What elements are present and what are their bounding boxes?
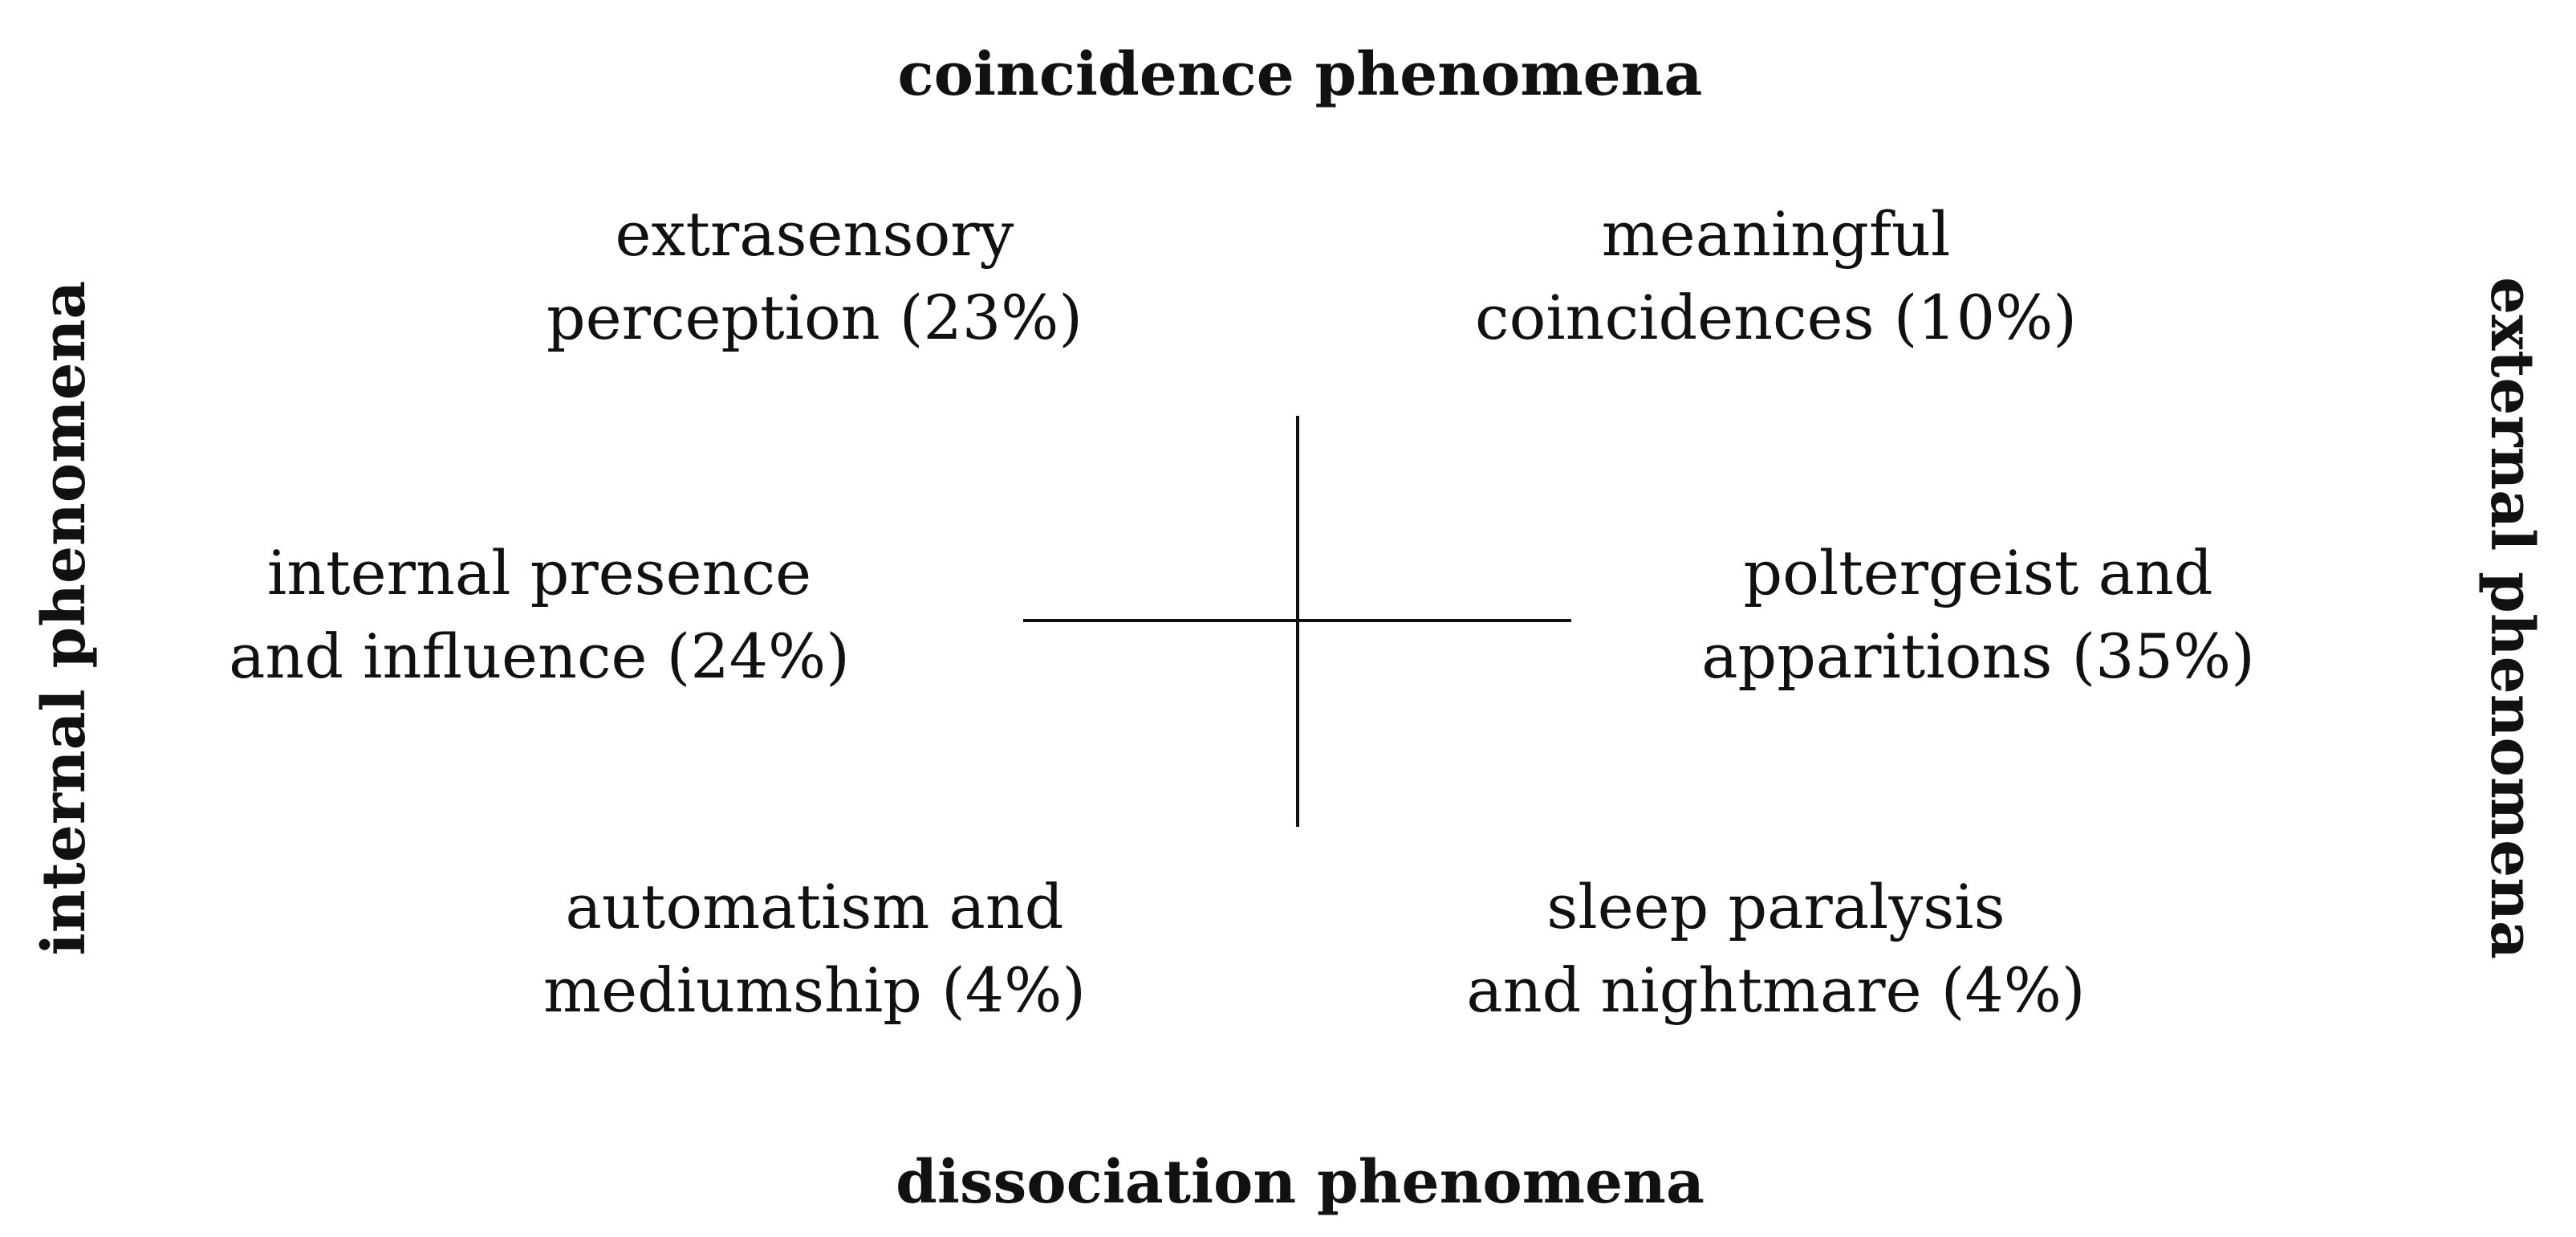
category-label-line2: perception (23%) xyxy=(546,282,1083,353)
category-label-line2: coincidences (10%) xyxy=(1475,282,2077,353)
category-label-line1: extrasensory xyxy=(615,198,1014,270)
axis-title-bottom: dissociation phenomena xyxy=(896,1148,1704,1217)
category-label-line2: apparitions (35%) xyxy=(1701,621,2255,692)
axis-title-right: external phenomena xyxy=(2477,277,2546,959)
category-label-line1: internal presence xyxy=(266,537,812,608)
category-sleep-paralysis: sleep paralysis and nightmare (4%) xyxy=(1466,865,2085,1032)
category-poltergeist-apparitions: poltergeist and apparitions (35%) xyxy=(1701,531,2255,698)
axis-title-top: coincidence phenomena xyxy=(897,40,1703,109)
category-label-line1: poltergeist and xyxy=(1743,537,2213,608)
axis-title-left: internal phenomena xyxy=(30,280,99,956)
category-automatism-mediumship: automatism and mediumship (4%) xyxy=(543,865,1086,1032)
category-meaningful-coincidences: meaningful coincidences (10%) xyxy=(1475,193,2077,360)
category-internal-presence: internal presence and influence (24%) xyxy=(229,531,850,698)
category-label-line2: and nightmare (4%) xyxy=(1466,954,2086,1026)
category-label-line2: mediumship (4%) xyxy=(543,954,1086,1026)
category-extrasensory-perception: extrasensory perception (23%) xyxy=(546,193,1083,360)
category-label-line1: meaningful xyxy=(1601,198,1951,270)
category-label-line1: sleep paralysis xyxy=(1546,871,2005,942)
category-label-line1: automatism and xyxy=(565,871,1064,942)
category-label-line2: and influence (24%) xyxy=(229,621,850,692)
